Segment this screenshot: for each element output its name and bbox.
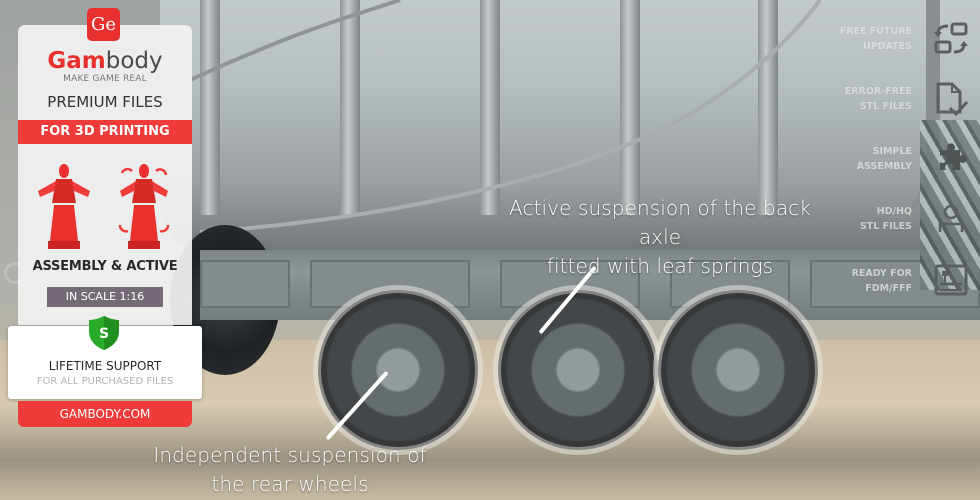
gambody-site-link[interactable]: GAMBODY.COM: [18, 401, 192, 427]
puzzle-icon: [940, 143, 967, 170]
figures-illustration: [30, 163, 180, 251]
active-figure-icon: [118, 164, 170, 249]
for-3d-printing-banner: FOR 3D PRINTING: [18, 120, 192, 144]
feature-free-updates: FREE FUTURE UPDATES: [830, 22, 970, 64]
svg-text:S: S: [99, 326, 109, 342]
callout-line: the rear wheels: [211, 472, 369, 496]
callout-line: Active suspension of the back axle: [509, 196, 811, 249]
wheel-highlight: [313, 285, 483, 455]
wheel-highlight: [653, 285, 823, 455]
feature-simple-assembly: SIMPLE ASSEMBLY: [830, 143, 970, 184]
scale-badge: IN SCALE 1:16: [47, 287, 163, 307]
assembled-figure-icon: [38, 164, 90, 249]
assembly-active-label: ASSEMBLY & ACTIVE: [32, 259, 178, 274]
support-title: LIFETIME SUPPORT: [48, 359, 162, 373]
brand-tagline: MAKE GAME REAL: [63, 74, 147, 84]
callout-line: fitted with leaf springs: [546, 254, 774, 278]
support-subtitle: FOR ALL PURCHASED FILES: [36, 376, 174, 387]
tank-band: [340, 0, 360, 215]
callout-rear-wheels: Independent suspension of the rear wheel…: [130, 441, 450, 499]
gambody-logo-icon: Ge: [87, 8, 120, 41]
callout-back-axle: Active suspension of the back axle fitte…: [490, 194, 830, 281]
shield-icon: S: [89, 316, 119, 350]
brand-name: Gambody: [47, 48, 163, 74]
promo-card-body: [18, 25, 192, 325]
premium-files-heading: PREMIUM FILES: [47, 93, 163, 111]
callout-line: Independent suspension of: [153, 443, 427, 467]
3d-printer-icon: [934, 264, 968, 296]
tank-band: [620, 0, 640, 215]
refresh-icon: [934, 22, 968, 54]
tank-cable: [189, 0, 822, 234]
file-check-icon: [936, 82, 968, 116]
wheel-highlight: [493, 285, 663, 455]
feature-error-free: ERROR-FREE STL FILES: [830, 82, 970, 124]
quality-icon: [938, 204, 964, 232]
feature-hd-stl: HD/HQ STL FILES: [830, 204, 970, 244]
promo-card[interactable]: Ge Gambody MAKE GAME REAL PREMIUM FILES …: [8, 8, 202, 427]
tank-band: [200, 0, 220, 215]
tank-body: [160, 0, 980, 260]
tank-band: [480, 0, 500, 215]
feature-fdm-ready: READY FOR FDM/FFF: [830, 264, 970, 306]
